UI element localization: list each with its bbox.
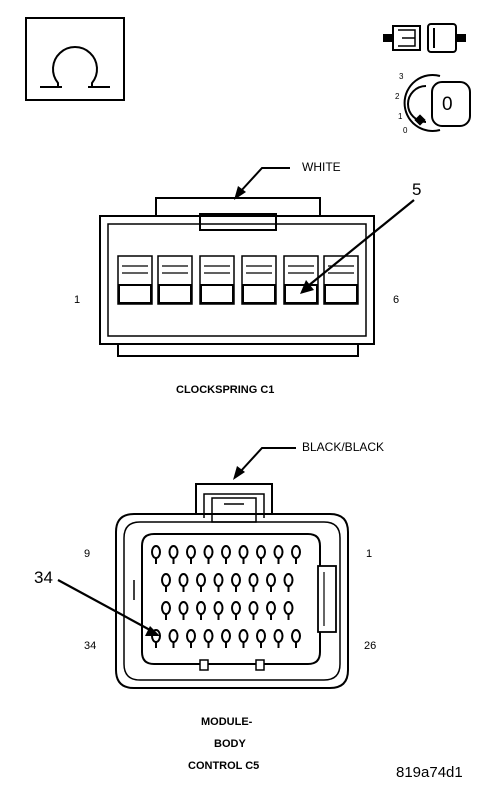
pin-cavity	[168, 629, 179, 648]
pin-cavity	[186, 545, 196, 564]
pin-cavity	[238, 629, 249, 648]
pin-cavity	[291, 545, 301, 564]
body-control-pin-top-left: 9	[84, 548, 91, 560]
clockspring-c1-connector	[99, 167, 415, 357]
clockspring-color-label: WHITE	[302, 160, 341, 174]
body-control-title-line3: CONTROL C5	[188, 760, 260, 772]
body-control-callout-pin: 34	[34, 568, 53, 587]
clockspring-pin-left: 1	[74, 294, 81, 306]
body-control-cavities	[151, 545, 301, 648]
clockspring-pin-right: 6	[393, 294, 400, 306]
ignition-position-0: 0	[403, 126, 408, 135]
pin-cavity	[248, 601, 259, 620]
ignition-key-icon	[403, 74, 471, 132]
pin-cavity	[186, 629, 196, 648]
pin-cavity	[221, 545, 231, 564]
pin-cavity	[221, 629, 231, 648]
pin-cavity	[196, 601, 206, 620]
ignition-position-2: 2	[395, 92, 400, 101]
cavity-4	[241, 255, 277, 305]
pin-cavity	[256, 629, 266, 648]
cavity-5	[283, 255, 319, 305]
pin-cavity	[231, 573, 241, 592]
pin-cavity	[283, 573, 294, 592]
cavity-2	[157, 255, 193, 305]
pin-cavity	[283, 601, 294, 620]
ignition-position-3: 3	[399, 72, 404, 81]
pin-cavity	[151, 545, 161, 564]
pin-34-callout-arrow	[57, 579, 151, 631]
cavity-3	[199, 255, 235, 305]
body-control-pin-bottom-left: 34	[84, 640, 97, 652]
pin-cavity	[213, 601, 224, 620]
pin-cavity	[273, 629, 284, 648]
clockspring-cavities	[117, 255, 359, 305]
pin-cavity	[168, 545, 179, 564]
ignition-key-label: 0	[442, 94, 453, 115]
pin-cavity	[203, 629, 214, 648]
body-control-pin-top-right: 1	[366, 548, 373, 560]
pin-cavity	[203, 545, 214, 564]
cavity-6	[323, 255, 359, 305]
pin-cavity	[231, 601, 241, 620]
pin-cavity	[178, 573, 189, 592]
pin-5-callout-arrow	[307, 199, 415, 287]
pin-cavity	[178, 601, 189, 620]
pin-cavity	[238, 545, 249, 564]
pin-cavity	[161, 601, 171, 620]
pin-cavity	[266, 573, 276, 592]
ignition-position-1: 1	[398, 112, 403, 121]
pin-cavity	[213, 573, 224, 592]
pin-cavity	[273, 545, 284, 564]
clockspring-title: CLOCKSPRING C1	[176, 384, 275, 396]
cavity-1	[117, 255, 153, 305]
pin-cavity	[266, 601, 276, 620]
connector-disconnect-icon	[383, 23, 466, 53]
ohm-symbol-icon	[25, 17, 125, 101]
body-control-c5-connector	[57, 447, 349, 689]
body-control-color-label: BLACK/BLACK	[302, 440, 385, 454]
figure-id: 819a74d1	[396, 764, 463, 781]
pin-cavity	[256, 545, 266, 564]
body-control-pin-bottom-right: 26	[364, 640, 377, 652]
pin-cavity	[291, 629, 301, 648]
pin-cavity	[196, 573, 206, 592]
pin-cavity	[248, 573, 259, 592]
pin-cavity	[161, 573, 171, 592]
body-control-title-line1: MODULE-	[201, 716, 253, 728]
clockspring-callout-pin: 5	[412, 180, 422, 199]
body-control-title-line2: BODY	[214, 738, 246, 750]
